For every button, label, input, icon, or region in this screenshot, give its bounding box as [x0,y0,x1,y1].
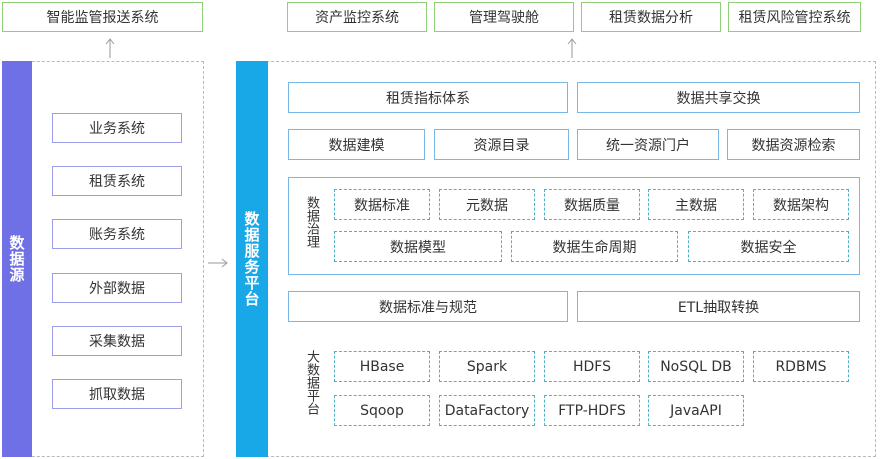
data-modeling[interactable]: 数据建模 [288,129,425,160]
data-resource-search[interactable]: 数据资源检索 [727,129,860,160]
etl-extract-transform[interactable]: ETL抽取转换 [577,291,860,322]
governance-label: 数据治理 [304,196,319,248]
bigdata-hdfs[interactable]: HDFS [544,351,640,382]
gov-data-quality[interactable]: 数据质量 [544,189,640,220]
gov-data-standard[interactable]: 数据标准 [334,189,430,220]
gov-data-security[interactable]: 数据安全 [688,231,849,262]
bigdata-hbase[interactable]: HBase [334,351,430,382]
top-system-risk-control[interactable]: 租赁风险管控系统 [728,2,861,32]
source-item-crawled[interactable]: 抓取数据 [52,379,182,409]
data-source-bar: 数据源 [2,61,32,457]
gov-data-architecture[interactable]: 数据架构 [753,189,849,220]
bigdata-datafactory[interactable]: DataFactory [439,395,535,426]
source-item-collected[interactable]: 采集数据 [52,326,182,356]
source-item-accounting[interactable]: 账务系统 [52,219,182,249]
gov-data-model[interactable]: 数据模型 [334,231,502,262]
up-arrow-left [105,38,115,58]
up-arrow-right [567,38,577,58]
top-system-regulatory[interactable]: 智能监管报送系统 [2,2,203,32]
platform-label: 数据服务平台 [242,211,261,307]
bigdata-ftp-hdfs[interactable]: FTP-HDFS [544,395,640,426]
source-item-business[interactable]: 业务系统 [52,113,182,143]
source-item-external[interactable]: 外部数据 [52,273,182,303]
gov-metadata[interactable]: 元数据 [439,189,535,220]
unified-resource-portal[interactable]: 统一资源门户 [577,129,719,160]
bigdata-sqoop[interactable]: Sqoop [334,395,430,426]
data-source-label: 数据源 [7,235,26,283]
top-system-lease-analysis[interactable]: 租赁数据分析 [581,2,721,32]
governance-frame [288,177,860,275]
bigdata-nosql[interactable]: NoSQL DB [648,351,744,382]
data-sharing-exchange[interactable]: 数据共享交换 [577,82,860,113]
lease-indicator-system[interactable]: 租赁指标体系 [288,82,568,113]
bigdata-label: 大数据平台 [304,350,319,415]
top-system-asset-monitor[interactable]: 资产监控系统 [287,2,427,32]
gov-data-lifecycle[interactable]: 数据生命周期 [511,231,678,262]
data-standards-norms[interactable]: 数据标准与规范 [288,291,568,322]
bigdata-javaapi[interactable]: JavaAPI [648,395,744,426]
right-arrow [208,258,228,268]
bigdata-spark[interactable]: Spark [439,351,535,382]
bigdata-rdbms[interactable]: RDBMS [753,351,849,382]
platform-bar: 数据服务平台 [236,61,268,457]
gov-master-data[interactable]: 主数据 [648,189,744,220]
top-system-cockpit[interactable]: 管理驾驶舱 [434,2,574,32]
source-item-lease[interactable]: 租赁系统 [52,166,182,196]
resource-catalog[interactable]: 资源目录 [434,129,569,160]
